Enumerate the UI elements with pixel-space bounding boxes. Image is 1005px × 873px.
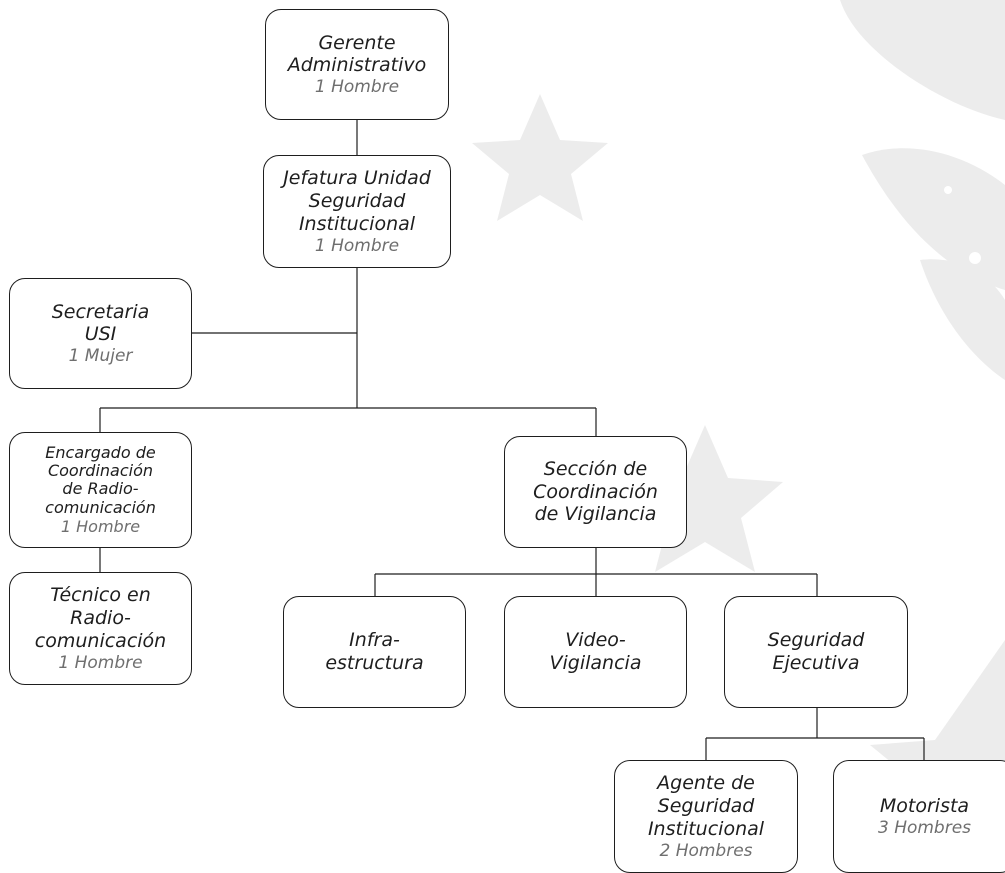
node-video-vigilancia: Video- Vigilancia bbox=[504, 596, 687, 708]
node-title-line: Vigilancia bbox=[549, 652, 642, 674]
node-gerente-administrativo: Gerente Administrativo 1 Hombre bbox=[265, 9, 449, 120]
node-title-line: Radio- bbox=[70, 606, 131, 629]
node-headcount: 3 Hombres bbox=[877, 817, 972, 838]
node-title-line: Ejecutiva bbox=[772, 652, 860, 674]
node-headcount: 2 Hombres bbox=[659, 840, 753, 861]
node-headcount: 1 Mujer bbox=[68, 346, 133, 367]
node-title-line: Infra- bbox=[349, 629, 400, 652]
node-seguridad-ejecutiva: Seguridad Ejecutiva bbox=[724, 596, 908, 708]
node-headcount: 1 Hombre bbox=[314, 77, 400, 98]
node-title-line: Video- bbox=[565, 629, 626, 652]
node-title-line: Institucional bbox=[298, 212, 416, 235]
laurel-leaf-watermark-2 bbox=[862, 148, 1005, 290]
node-title-line: comunicación bbox=[34, 629, 167, 652]
node-title-line: de Radio- bbox=[62, 479, 139, 499]
node-agente-seguridad-institucional: Agente de Seguridad Institucional 2 Homb… bbox=[614, 760, 798, 873]
node-title-line: Jefatura Unidad bbox=[283, 167, 431, 190]
node-title-line: Sección de bbox=[543, 457, 648, 480]
node-motorista: Motorista 3 Hombres bbox=[833, 760, 1005, 873]
node-title-line: Seguridad bbox=[657, 794, 755, 817]
laurel-leaf-watermark-3 bbox=[920, 259, 1005, 380]
node-tecnico-radiocomunicacion: Técnico en Radio- comunicación 1 Hombre bbox=[9, 572, 192, 685]
node-title-line: de Vigilancia bbox=[534, 503, 657, 526]
node-title-line: Seguridad bbox=[767, 629, 865, 652]
node-headcount: 1 Hombre bbox=[60, 517, 141, 537]
node-title-line: Administrativo bbox=[287, 54, 427, 77]
node-title-line: Coordinación bbox=[533, 480, 658, 503]
node-title-line: comunicación bbox=[45, 497, 156, 517]
node-title-line: Institucional bbox=[647, 817, 765, 840]
laurel-leaf-watermark-4 bbox=[960, 20, 1005, 110]
node-secretaria-usi: Secretaria USI 1 Mujer bbox=[9, 278, 192, 389]
node-title-line: Encargado de bbox=[45, 442, 156, 462]
node-title-line: Técnico en bbox=[50, 584, 151, 607]
node-encargado-radiocomunicacion: Encargado de Coordinación de Radio- comu… bbox=[9, 432, 192, 548]
node-title-line: Gerente bbox=[318, 31, 396, 54]
node-title-line: USI bbox=[84, 323, 117, 346]
node-title-line: Agente de bbox=[657, 772, 755, 795]
node-jefatura-unidad: Jefatura Unidad Seguridad Institucional … bbox=[263, 155, 451, 268]
node-title-line: Coordinación bbox=[47, 461, 154, 481]
node-title-line: Motorista bbox=[879, 794, 970, 817]
laurel-leaf-watermark-1 bbox=[840, 0, 1005, 120]
node-infraestructura: Infra- estructura bbox=[283, 596, 466, 708]
star-watermark-1 bbox=[472, 94, 608, 221]
node-headcount: 1 Hombre bbox=[58, 652, 143, 673]
node-title-line: estructura bbox=[325, 652, 424, 674]
node-title-line: Seguridad bbox=[308, 189, 406, 212]
node-headcount: 1 Hombre bbox=[314, 235, 400, 256]
node-seccion-coordinacion-vigilancia: Sección de Coordinación de Vigilancia bbox=[504, 436, 687, 548]
node-title-line: Secretaria bbox=[51, 300, 150, 323]
